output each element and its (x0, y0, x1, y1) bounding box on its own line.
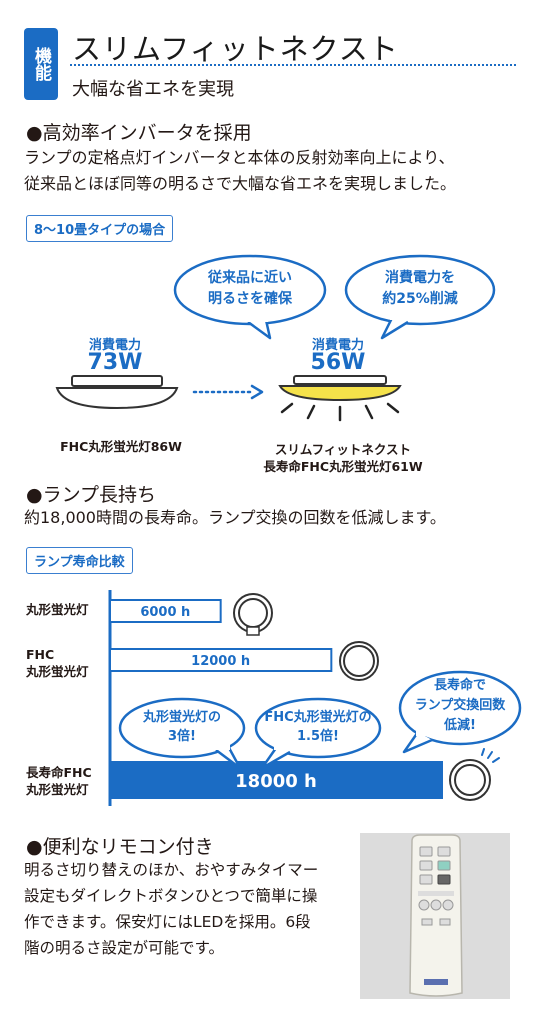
bubble-1-5x-line: FHC丸形蛍光灯の (264, 710, 372, 725)
page-subtitle: 大幅な省エネを実現 (72, 79, 234, 100)
new-lamp-caption-line: スリムフィットネクスト (274, 442, 412, 457)
remote-body-line: 明るさ切り替えのほか、おやすみタイマー (24, 861, 319, 879)
remote-body-line: 階の明るさ設定が可能です。 (24, 939, 224, 957)
section-heading-remote: ●便利なリモコン付き (26, 836, 214, 858)
bubble-long-life-line: ランプ交換回数 (414, 698, 506, 713)
old-power-value: 73W (87, 350, 143, 375)
remote-body-line: 設定もダイレクトボタンひとつで簡単に操 (24, 887, 318, 905)
new-ceiling-light-icon (278, 375, 402, 422)
bubble-long-life-text: 長寿命で ランプ交換回数 低減! (404, 676, 516, 736)
life-bar (109, 599, 222, 623)
bar-label-line: 丸形蛍光灯 (26, 602, 89, 617)
remote-control-icon (409, 834, 463, 997)
long-life-ring-lamp-icon (449, 748, 500, 801)
bar-label-line: 長寿命FHC (26, 765, 92, 780)
page-title: スリムフィットネクスト (72, 32, 399, 66)
bubble-right-text: 消費電力を 約25%削減 (350, 268, 490, 310)
new-power-label: 消費電力 (311, 338, 364, 353)
inverter-body: ランプの定格点灯インバータと本体の反射効率向上により、 従来品とほぼ同等の明るさ… (24, 145, 456, 197)
life-bar (109, 761, 443, 799)
new-power-value: 56W (310, 350, 366, 375)
bar-label-line: 丸形蛍光灯 (26, 664, 89, 679)
life-bar (109, 648, 333, 672)
new-lamp-caption-line: 長寿命FHC丸形蛍光灯61W (263, 459, 423, 474)
bar-label-0: 丸形蛍光灯 (26, 601, 89, 618)
life-bar-value-label: 6000 h (140, 605, 190, 620)
long-life-body: 約18,000時間の長寿命。ランプ交換の回数を低減します。 (24, 508, 446, 527)
bubble-long-life-shape (398, 670, 522, 754)
old-lamp-caption: FHC丸形蛍光灯86W (60, 439, 182, 454)
bar-label-1: FHC 丸形蛍光灯 (26, 646, 89, 680)
remote-body: 明るさ切り替えのほか、おやすみタイマー 設定もダイレクトボタンひとつで簡単に操 … (24, 857, 318, 961)
bar-label-line: 丸形蛍光灯 (26, 782, 89, 797)
bubble-left-text: 従来品に近い 明るさを確保 (180, 268, 320, 310)
bar-label-line: FHC (26, 647, 55, 662)
section-heading-inverter: ●高効率インバータを採用 (26, 122, 252, 144)
bubble-right-shape (344, 254, 496, 340)
bubble-3x-line: 丸形蛍光灯の (142, 710, 221, 725)
remote-photo (360, 833, 510, 999)
bar-label-2: 長寿命FHC 丸形蛍光灯 (26, 764, 92, 798)
bubble-3x-text: 丸形蛍光灯の 3倍! (122, 708, 242, 746)
bubble-1-5x-line: 1.5倍! (297, 729, 339, 744)
bubble-left-shape (173, 254, 327, 340)
inverter-body-line: 従来品とほぼ同等の明るさで大幅な省エネを実現しました。 (24, 174, 457, 193)
new-lamp-caption: スリムフィットネクスト 長寿命FHC丸形蛍光灯61W (248, 441, 438, 475)
life-bar-value-label: 12000 h (191, 654, 250, 669)
title-divider (70, 64, 516, 66)
bubble-left-line: 明るさを確保 (208, 291, 292, 307)
room-size-tag: 8〜10畳タイプの場合 (26, 215, 174, 242)
bubble-left-line: 従来品に近い (208, 270, 292, 286)
dotted-arrow-icon (192, 384, 264, 400)
old-ceiling-light-icon (55, 375, 179, 410)
inverter-body-line: ランプの定格点灯インバータと本体の反射効率向上により、 (24, 148, 455, 167)
section-heading-long-life: ●ランプ長持ち (26, 484, 157, 506)
bubble-long-life-line: 長寿命で (433, 678, 486, 693)
feature-badge: 機能 (24, 28, 58, 100)
life-bar-value-label: 18000 h (235, 771, 317, 792)
remote-body-line: 作できます。保安灯にはLEDを採用。6段 (24, 913, 311, 931)
bubble-1-5x-text: FHC丸形蛍光灯の 1.5倍! (258, 708, 378, 746)
ring-lamp-icon (233, 593, 273, 636)
old-power-label: 消費電力 (88, 338, 141, 353)
lamp-life-chart: 6000 h 12000 h 18000 h (108, 590, 443, 806)
fhc-ring-lamp-icon (339, 641, 379, 681)
bubble-3x-line: 3倍! (168, 729, 196, 744)
bubble-1-5x-shape (254, 697, 382, 770)
bubble-3x-shape (118, 697, 246, 770)
bubble-right-line: 約25%削減 (382, 291, 458, 307)
bubble-right-line: 消費電力を (385, 270, 455, 286)
lamp-life-tag: ランプ寿命比較 (26, 547, 133, 574)
bubble-long-life-line: 低減! (444, 718, 476, 733)
